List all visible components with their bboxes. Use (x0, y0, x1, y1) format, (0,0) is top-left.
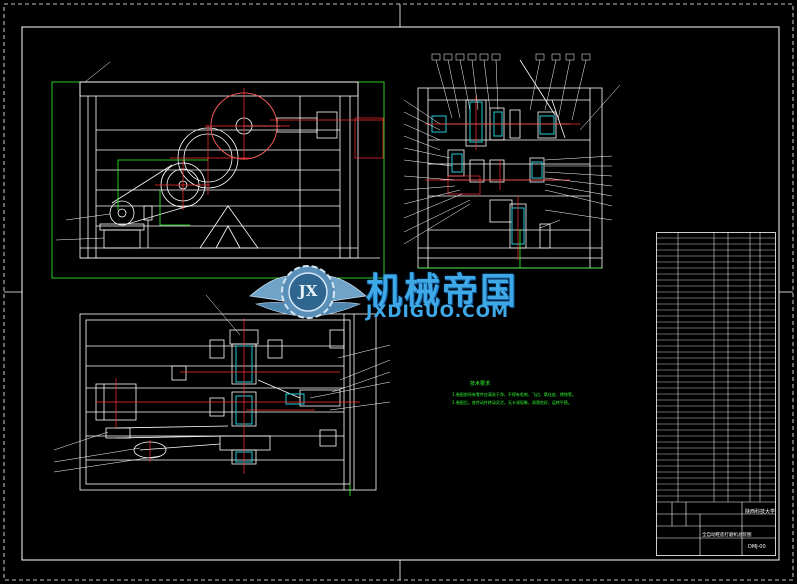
technical-requirements-title: 技术要求 (470, 381, 491, 387)
drawing-outer-border (3, 3, 794, 581)
technical-requirement-line-2: 2.装配后，各传动件转动灵活，无卡滞现象，润滑良好，运转平稳。 (452, 400, 572, 405)
side-view (417, 59, 603, 269)
top-view-red-lines (96, 318, 360, 474)
technical-requirement-line-1: 1.装配前所有零件应清洗干净，不得有毛刺、飞边、氧化皮、锈蚀等。 (452, 392, 576, 397)
watermark-english-text: JXDIGUO.COM (366, 302, 510, 322)
top-view-callouts (53, 294, 391, 473)
front-view-callouts (55, 61, 111, 241)
side-view-callouts (403, 59, 621, 245)
side-view-balloons (431, 53, 591, 61)
front-view-green-lines (117, 159, 208, 226)
title-block-drawing-name: 全自动鞋底打磨机总装图 (702, 533, 752, 538)
side-view-red-lines (425, 95, 580, 260)
title-block-university: 陕西科技大学 (745, 509, 776, 515)
front-view-red-lines (155, 88, 385, 210)
watermark-chinese-text: 机械帝国 (366, 271, 519, 312)
drawing-inner-frame (21, 26, 780, 561)
title-block-drawing-no: DMJ-00 (748, 544, 766, 550)
watermark-emblem-text: JX (298, 282, 318, 300)
watermark-emblem (249, 265, 367, 319)
front-view (51, 81, 385, 279)
fold-marks (4, 4, 793, 580)
side-view-cyan-parts (431, 101, 555, 245)
parts-list-table (656, 232, 776, 556)
top-view (79, 313, 377, 491)
side-view-green-lines (418, 230, 602, 269)
